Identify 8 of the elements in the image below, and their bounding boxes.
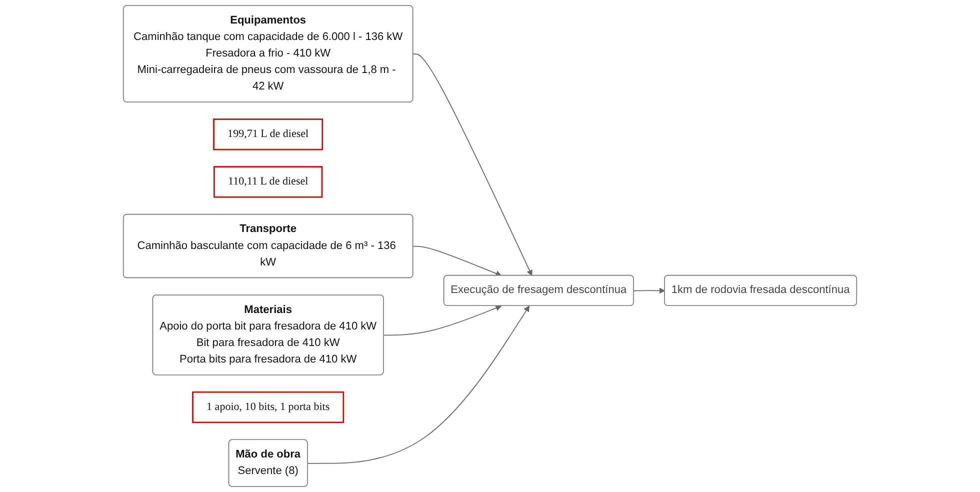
- arrow: [412, 54, 532, 276]
- arrow: [412, 246, 502, 276]
- node-box: 110,11 L de diesel: [214, 166, 323, 198]
- arrow: [307, 306, 530, 464]
- arrow: [383, 305, 502, 336]
- arrow: [633, 288, 666, 294]
- node-box: 199,71 L de diesel: [213, 118, 324, 150]
- node-box: 1 apoio, 10 bits, 1 porta bits: [192, 391, 344, 424]
